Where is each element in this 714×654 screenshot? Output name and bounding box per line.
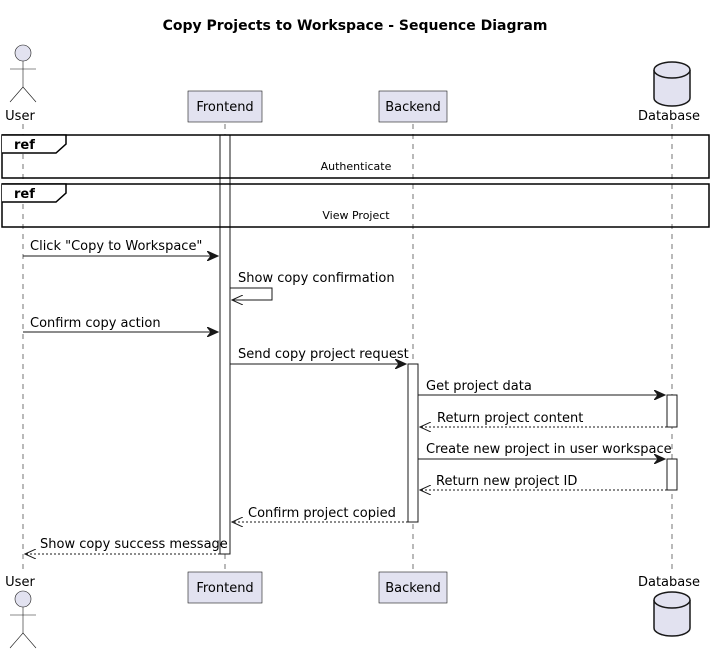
database-label-top: Database [638,109,700,124]
ref-label-view-project: View Project [322,209,390,222]
user-actor-top [9,44,37,103]
message-show-confirmation: Show copy confirmation [230,271,395,300]
message-confirm-copied: Confirm project copied [232,506,408,522]
database-label-bottom: Database [638,575,700,590]
message-label: Return project content [437,411,583,426]
message-label: Confirm copy action [30,316,161,331]
message-label: Create new project in user workspace [426,442,672,457]
message-label: Confirm project copied [248,506,396,521]
backend-label-top: Backend [385,100,441,115]
backend-participant-bottom: Backend [378,571,448,604]
ref-tag: ref [14,187,35,202]
user-actor-bottom [9,590,37,649]
ref-frame-view-project: ref View Project [1,183,710,228]
backend-participant-top: Backend [378,90,448,123]
message-show-success: Show copy success message [25,537,228,554]
database-icon-top [653,61,691,107]
frontend-label-top: Frontend [196,100,253,115]
ref-frame-authenticate: ref Authenticate [1,134,710,179]
message-create-project: Create new project in user workspace [418,442,672,459]
message-label: Show copy confirmation [238,271,395,286]
ref-label-authenticate: Authenticate [321,160,392,173]
message-send-request: Send copy project request [230,347,409,364]
frontend-participant-top: Frontend [187,90,263,123]
message-label: Click "Copy to Workspace" [30,239,202,254]
frontend-label-bottom: Frontend [196,581,253,596]
message-label: Get project data [426,379,532,394]
ref-tag: ref [14,138,35,153]
diagram-title: Copy Projects to Workspace - Sequence Di… [163,18,548,34]
message-return-id: Return new project ID [420,474,667,490]
backend-activation [407,363,419,523]
message-label: Return new project ID [436,474,577,489]
frontend-activation [219,134,231,555]
backend-label-bottom: Backend [385,581,441,596]
frontend-participant-bottom: Frontend [187,571,263,604]
database-activation-1 [666,394,678,428]
message-confirm-copy: Confirm copy action [23,316,218,332]
user-label-top: User [5,109,35,124]
message-return-content: Return project content [420,411,667,427]
message-click-copy: Click "Copy to Workspace" [23,239,218,256]
user-label-bottom: User [5,575,35,590]
message-get-project-data: Get project data [418,379,665,395]
database-icon-bottom [653,591,691,637]
message-label: Show copy success message [40,537,228,552]
message-label: Send copy project request [238,347,409,362]
database-activation-2 [666,458,678,491]
